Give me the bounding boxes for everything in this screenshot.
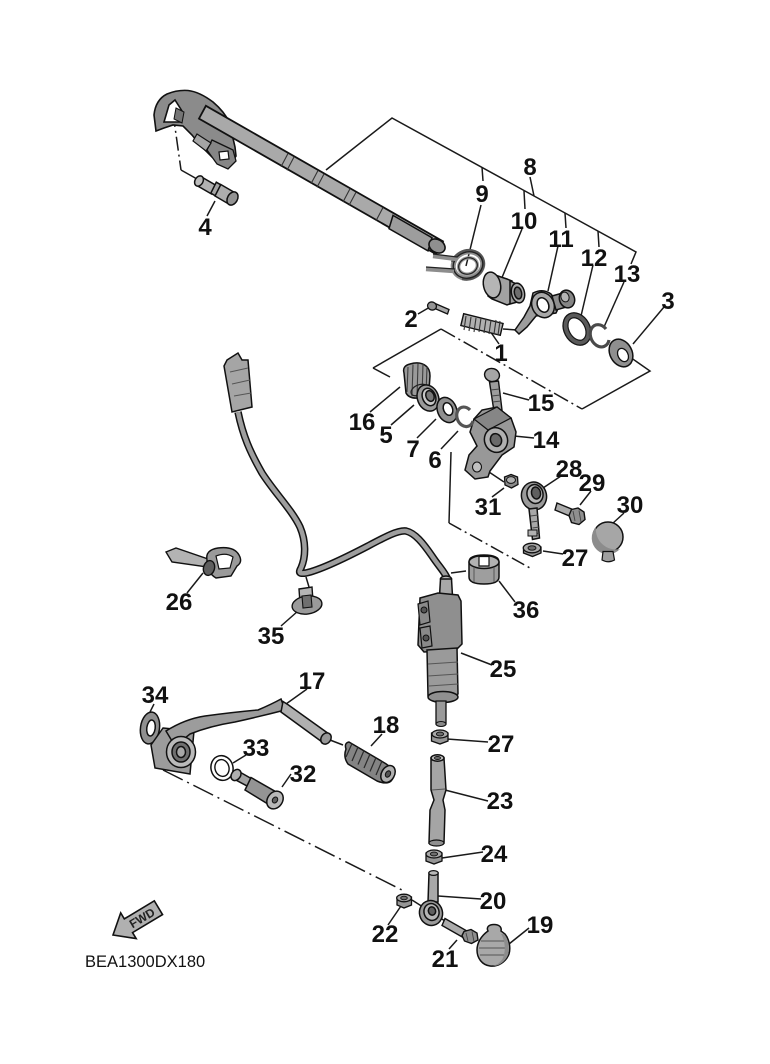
svg-text:9: 9 (475, 181, 488, 208)
svg-text:26: 26 (166, 589, 193, 616)
svg-text:31: 31 (475, 494, 502, 521)
svg-text:29: 29 (579, 470, 606, 497)
svg-text:33: 33 (243, 735, 270, 762)
svg-text:22: 22 (372, 921, 399, 948)
svg-text:30: 30 (617, 492, 644, 519)
svg-text:1: 1 (494, 340, 507, 367)
svg-text:27: 27 (488, 731, 515, 758)
svg-text:11: 11 (548, 226, 573, 253)
svg-text:36: 36 (513, 597, 540, 624)
svg-text:6: 6 (428, 447, 441, 474)
svg-text:24: 24 (481, 841, 508, 868)
svg-text:35: 35 (258, 623, 285, 650)
svg-text:14: 14 (533, 427, 560, 454)
svg-text:4: 4 (198, 214, 212, 241)
svg-text:3: 3 (661, 288, 674, 315)
svg-text:17: 17 (299, 668, 326, 695)
svg-text:19: 19 (527, 912, 554, 939)
svg-text:27: 27 (562, 545, 589, 572)
svg-text:32: 32 (290, 761, 317, 788)
svg-text:21: 21 (432, 946, 459, 973)
svg-text:16: 16 (349, 409, 376, 436)
svg-text:15: 15 (528, 390, 555, 417)
svg-text:28: 28 (556, 456, 583, 483)
svg-text:25: 25 (490, 656, 517, 683)
svg-text:13: 13 (614, 261, 641, 288)
svg-text:5: 5 (379, 422, 392, 449)
svg-text:23: 23 (487, 788, 514, 815)
svg-text:12: 12 (581, 245, 608, 272)
svg-text:2: 2 (404, 306, 417, 333)
svg-text:18: 18 (373, 712, 400, 739)
svg-text:20: 20 (480, 888, 507, 915)
svg-text:34: 34 (142, 682, 169, 709)
svg-text:8: 8 (523, 154, 536, 181)
svg-text:7: 7 (406, 436, 419, 463)
svg-text:BEA1300DX180: BEA1300DX180 (85, 953, 205, 971)
svg-text:10: 10 (511, 208, 538, 235)
